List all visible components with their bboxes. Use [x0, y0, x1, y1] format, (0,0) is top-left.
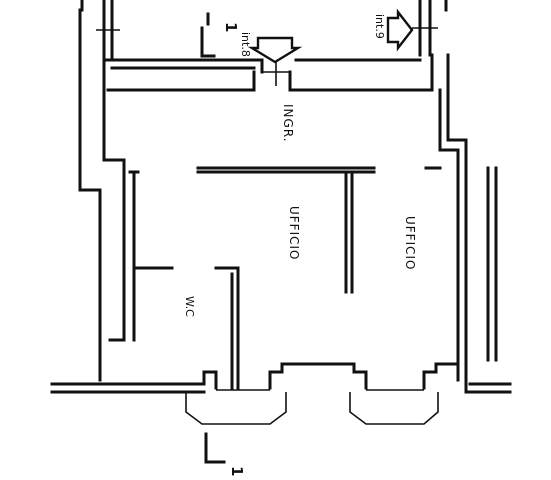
- arrow-int9-icon: [386, 8, 414, 52]
- room-ingresso-label: INGR.: [281, 104, 295, 143]
- unit-int9-label: int.9: [373, 14, 386, 39]
- room-wc-label: W.C: [183, 296, 196, 317]
- section-marker-bottom: [204, 432, 226, 464]
- section-bottom-label: 1: [228, 466, 246, 476]
- unit-int8-label: int.8: [239, 32, 252, 57]
- room-ufficio-left-label: UFFICIO: [287, 206, 301, 261]
- upper-corridor: [80, 0, 448, 62]
- bay-window-left: [185, 389, 287, 425]
- interior-walls: [128, 166, 442, 390]
- bay-window-right: [349, 389, 439, 425]
- arrow-int8-icon: [247, 36, 303, 64]
- perimeter-walls: [50, 8, 512, 394]
- section-top-label: 1: [222, 22, 240, 32]
- section-marker-top: [200, 12, 216, 58]
- room-ufficio-right-label: UFFICIO: [403, 216, 417, 271]
